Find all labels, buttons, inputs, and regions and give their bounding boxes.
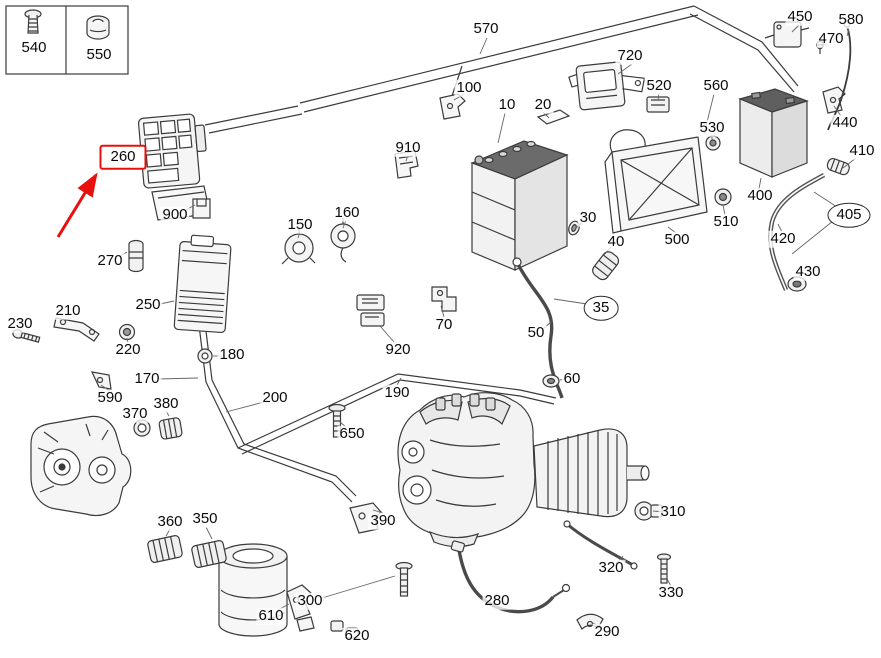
part-label-470[interactable]: 470: [816, 29, 846, 48]
part-label-20[interactable]: 20: [532, 95, 554, 114]
part-label-410[interactable]: 410: [847, 141, 877, 160]
wiring-harness-lines: [191, 5, 799, 503]
bolt-330-sketch: [656, 553, 672, 584]
bracket-210-sketch: [53, 317, 100, 342]
part-label-35[interactable]: 35: [583, 295, 619, 321]
bolt-650-sketch: [328, 403, 346, 438]
part-label-590[interactable]: 590: [95, 388, 125, 407]
bolt-540-sketch: [24, 9, 42, 34]
part-label-160[interactable]: 160: [332, 203, 362, 222]
bracket-590-sketch: [90, 371, 112, 390]
connector-920-sketch: [356, 294, 385, 327]
part-label-290[interactable]: 290: [592, 622, 622, 641]
part-label-440[interactable]: 440: [830, 113, 860, 132]
part-label-650[interactable]: 650: [337, 424, 367, 443]
battery-sketch: [470, 140, 569, 271]
fitting-410-sketch: [826, 157, 850, 176]
module-520-sketch: [646, 96, 670, 113]
part-label-10[interactable]: 10: [496, 95, 518, 114]
part-label-300[interactable]: 300: [295, 591, 325, 610]
sleeve-40-sketch: [592, 251, 620, 281]
grommet-220-sketch: [118, 323, 136, 341]
part-label-420[interactable]: 420: [768, 229, 798, 248]
highlight-arrow: [56, 172, 98, 238]
part-label-570[interactable]: 570: [471, 19, 501, 38]
battery-right-sketch: [738, 88, 809, 178]
part-label-610[interactable]: 610: [256, 606, 286, 625]
part-label-70[interactable]: 70: [433, 315, 455, 334]
part-label-320[interactable]: 320: [596, 558, 626, 577]
part-label-190[interactable]: 190: [382, 383, 412, 402]
bushing-380-sketch: [158, 417, 183, 440]
part-label-310[interactable]: 310: [658, 502, 688, 521]
part-label-450[interactable]: 450: [785, 7, 815, 26]
part-label-400[interactable]: 400: [745, 186, 775, 205]
alternator-sketch: [30, 415, 132, 517]
grommet-550-sketch: [86, 15, 110, 40]
part-label-405[interactable]: 405: [827, 202, 871, 228]
hose-420-sketch: [768, 173, 826, 291]
part-label-530[interactable]: 530: [697, 118, 727, 137]
part-label-270[interactable]: 270: [95, 251, 125, 270]
part-label-520[interactable]: 520: [644, 76, 674, 95]
grommet-370-sketch: [133, 419, 151, 437]
battery-tray-sketch: [604, 129, 708, 234]
part-label-180[interactable]: 180: [217, 345, 247, 364]
part-label-40[interactable]: 40: [605, 232, 627, 251]
capacitor-270-sketch: [128, 239, 144, 273]
part-label-920[interactable]: 920: [383, 340, 413, 359]
part-label-620[interactable]: 620: [342, 626, 372, 645]
part-label-280[interactable]: 280: [482, 591, 512, 610]
clip-900-sketch: [192, 198, 211, 219]
part-label-550[interactable]: 550: [84, 45, 114, 64]
motor-350-sketch: [191, 540, 227, 568]
coil-160-sketch: [330, 218, 356, 263]
part-label-910[interactable]: 910: [393, 138, 423, 157]
sam-module-sketch: [173, 234, 232, 334]
fuse-box-sketch: [137, 113, 207, 189]
part-label-150[interactable]: 150: [285, 215, 315, 234]
bracket-440-sketch: [822, 86, 846, 114]
part-label-250[interactable]: 250: [133, 295, 163, 314]
motor-360-sketch: [147, 535, 183, 563]
part-label-390[interactable]: 390: [368, 511, 398, 530]
part-label-230[interactable]: 230: [5, 314, 35, 333]
cable-320-sketch: [563, 520, 638, 570]
part-label-900[interactable]: 900: [160, 205, 190, 224]
part-label-200[interactable]: 200: [260, 388, 290, 407]
part-label-580[interactable]: 580: [836, 10, 866, 29]
part-label-500[interactable]: 500: [662, 230, 692, 249]
relay-450-sketch: [764, 21, 810, 48]
part-label-260[interactable]: 260: [99, 144, 147, 170]
part-label-360[interactable]: 360: [155, 512, 185, 531]
part-label-510[interactable]: 510: [711, 212, 741, 231]
engine-sketch: [397, 392, 536, 548]
bracket-70-sketch: [431, 286, 457, 312]
part-label-370[interactable]: 370: [120, 404, 150, 423]
grommet-530-sketch: [705, 135, 721, 151]
grommet-30-sketch: [568, 220, 580, 236]
grommet-60-sketch: [542, 374, 560, 388]
part-label-430[interactable]: 430: [793, 262, 823, 281]
part-label-720[interactable]: 720: [615, 46, 645, 65]
part-label-540[interactable]: 540: [19, 38, 49, 57]
part-label-210[interactable]: 210: [53, 301, 83, 320]
part-label-60[interactable]: 60: [561, 369, 583, 388]
part-label-560[interactable]: 560: [701, 76, 731, 95]
bolt-300-sketch: [395, 561, 413, 597]
nut-180-sketch: [197, 348, 213, 364]
part-label-30[interactable]: 30: [577, 208, 599, 227]
part-label-220[interactable]: 220: [113, 340, 143, 359]
part-label-50[interactable]: 50: [525, 323, 547, 342]
part-label-170[interactable]: 170: [132, 369, 162, 388]
part-label-330[interactable]: 330: [656, 583, 686, 602]
part-label-100[interactable]: 100: [454, 78, 484, 97]
part-label-380[interactable]: 380: [151, 394, 181, 413]
part-label-350[interactable]: 350: [190, 509, 220, 528]
bracket-720-sketch: [568, 61, 646, 111]
transmission-sketch: [533, 428, 650, 518]
